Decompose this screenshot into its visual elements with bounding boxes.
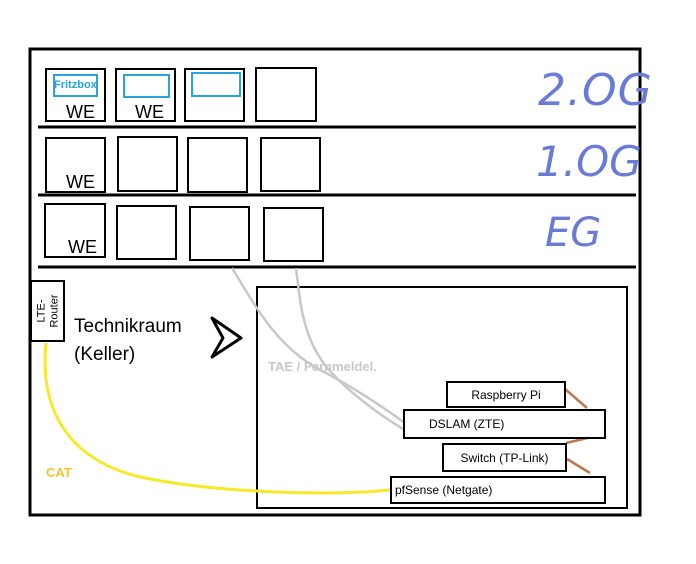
fritzbox-label: Fritzbox xyxy=(54,79,97,91)
floor-label-1og: 1.OG xyxy=(536,137,642,186)
device-dslam: DSLAM (ZTE) xyxy=(403,409,606,439)
room-label: WE xyxy=(68,237,97,257)
arrow-icon xyxy=(210,316,243,359)
device-pfsense: pfSense (Netgate) xyxy=(390,476,606,504)
patch-cable-switch xyxy=(566,457,591,475)
floor-label-2og: 2.OG xyxy=(538,65,653,116)
room-label: WE xyxy=(135,102,164,122)
room-2og-2: WE xyxy=(115,68,176,122)
device-switch: Switch (TP-Link) xyxy=(442,443,567,472)
tae-label: TAE / Fernmeldel. xyxy=(268,359,377,374)
device-frame xyxy=(191,72,241,97)
cat-label: CAT xyxy=(46,465,72,480)
room-label: WE xyxy=(66,102,95,122)
technikraum-subtitle: (Keller) xyxy=(74,344,136,365)
technikraum-title: Technikraum xyxy=(74,316,182,337)
phone-line-2 xyxy=(294,267,404,431)
room-2og-3 xyxy=(184,68,245,122)
room-1og-4 xyxy=(260,137,321,192)
fritzbox-frame xyxy=(53,74,98,97)
patch-cable-pi xyxy=(564,388,588,409)
lte-router-label: LTE-Router xyxy=(34,294,60,328)
device-frame xyxy=(123,74,170,98)
room-2og-1: Fritzbox WE xyxy=(45,68,106,122)
floor-label-eg: EG xyxy=(545,210,602,256)
room-1og-2 xyxy=(117,136,178,192)
room-eg-4 xyxy=(263,207,324,262)
room-2og-4 xyxy=(255,67,317,122)
room-1og-1: WE xyxy=(45,137,106,193)
room-1og-3 xyxy=(187,137,248,193)
cat-cable xyxy=(43,342,391,495)
room-eg-3 xyxy=(189,206,250,261)
device-raspberry-pi: Raspberry Pi xyxy=(446,381,566,408)
technikraum-outline xyxy=(256,286,628,509)
phone-line-1 xyxy=(230,267,406,425)
room-label: WE xyxy=(66,172,95,192)
room-eg-2 xyxy=(116,205,177,260)
lte-router: LTE-Router xyxy=(30,280,65,342)
room-eg-1: WE xyxy=(44,203,106,258)
